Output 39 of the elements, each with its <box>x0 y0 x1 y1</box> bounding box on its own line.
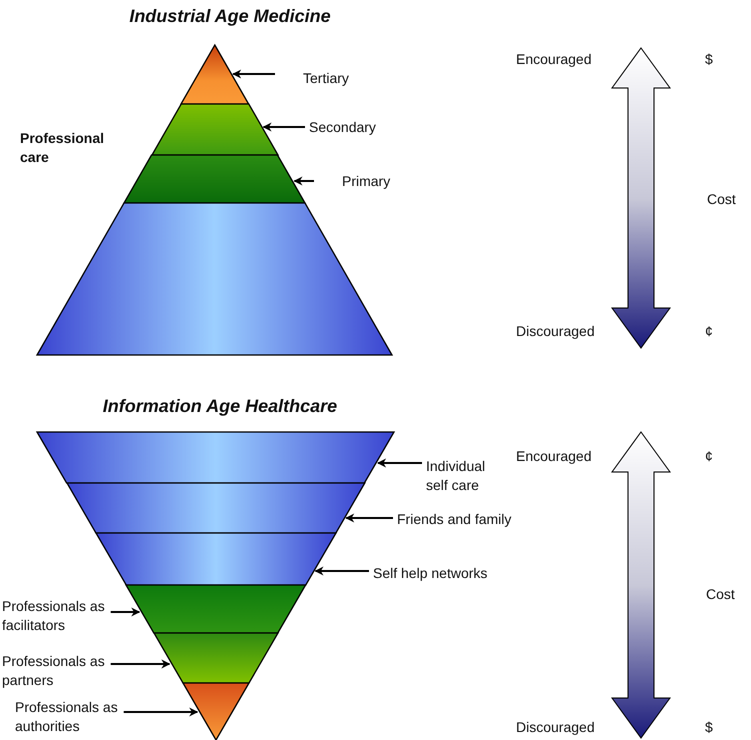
scale-label: Cost <box>707 191 736 207</box>
arrow-label: Professionals as authorities <box>15 699 118 734</box>
section-heading: Industrial Age Medicine <box>129 6 331 26</box>
arrow-label: Secondary <box>309 119 376 135</box>
arrow <box>124 708 198 716</box>
side-label: Professional care <box>20 130 104 165</box>
pyramid-band <box>37 432 394 483</box>
pyramid-band <box>154 633 278 683</box>
scale-label: Discouraged <box>516 719 595 735</box>
scale-label: Encouraged <box>516 448 592 464</box>
pyramid-band <box>66 483 364 533</box>
arrow-label: Friends and family <box>397 511 512 527</box>
section-heading: Information Age Healthcare <box>102 396 338 416</box>
scale-label: $ <box>705 719 713 735</box>
scale-label: $ <box>705 51 713 67</box>
scale-label: Encouraged <box>516 51 592 67</box>
scale-label: ¢ <box>705 323 713 339</box>
pyramid-band <box>180 45 248 104</box>
arrow <box>232 70 275 78</box>
pyramid-band <box>182 683 248 740</box>
arrow-label: Primary <box>342 173 390 189</box>
pyramid-band <box>152 104 278 155</box>
arrow <box>110 608 140 616</box>
arrow <box>377 458 422 468</box>
scale-label: Discouraged <box>516 323 595 339</box>
arrow <box>314 566 369 576</box>
scale-label: Cost <box>706 586 735 602</box>
arrow <box>262 122 305 132</box>
arrow-label: Individual self care <box>426 458 486 493</box>
scale-label: ¢ <box>705 448 713 464</box>
arrow <box>294 176 314 186</box>
arrow-label: Professionals as facilitators <box>2 598 105 633</box>
arrow-label: Tertiary <box>303 70 349 86</box>
arrow-label: Professionals as partners <box>2 653 105 688</box>
pyramid-band <box>96 533 336 585</box>
arrow-label: Self help networks <box>373 565 488 581</box>
arrow <box>345 514 393 522</box>
arrow <box>110 660 170 668</box>
pyramid-band <box>126 585 306 633</box>
